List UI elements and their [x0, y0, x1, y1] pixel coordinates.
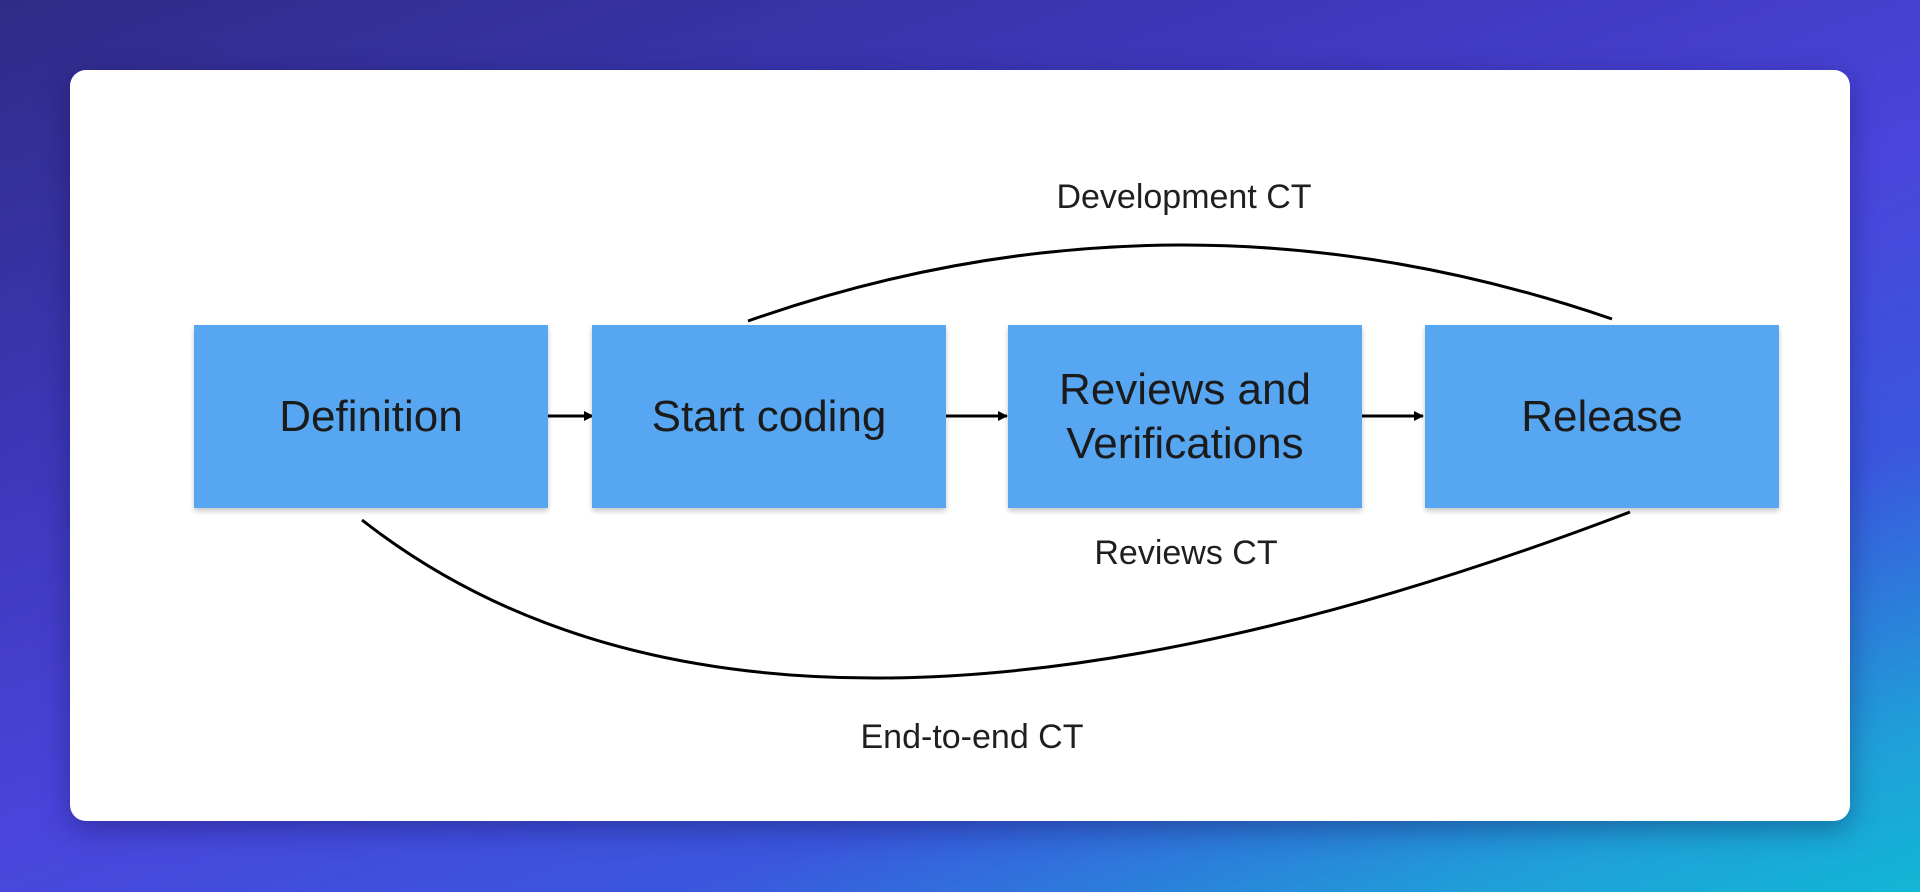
reviews-ct-label: Reviews CT [1094, 534, 1278, 572]
end-to-end-ct-label: End-to-end CT [860, 718, 1084, 756]
stage-release-label: Release [1521, 391, 1683, 441]
stage-reviews-and-verifications: Reviews and Verifications [1008, 325, 1362, 508]
stage-definition: Definition [194, 325, 548, 508]
diagram-card: Definition Start coding Reviews and Veri… [70, 70, 1850, 821]
development-ct-arc [747, 243, 1613, 323]
stage-definition-label: Definition [279, 391, 463, 441]
stage-release: Release [1425, 325, 1779, 508]
stage-reviews-label-line-2: Verifications [1066, 418, 1304, 468]
connector-lines [361, 243, 1631, 680]
end-to-end-ct-arc [361, 510, 1631, 680]
stage-start-coding: Start coding [592, 325, 946, 508]
stage-reviews-label-line-1: Reviews and [1059, 364, 1311, 414]
development-ct-label: Development CT [1056, 178, 1312, 216]
stage-start-coding-label: Start coding [651, 391, 887, 441]
